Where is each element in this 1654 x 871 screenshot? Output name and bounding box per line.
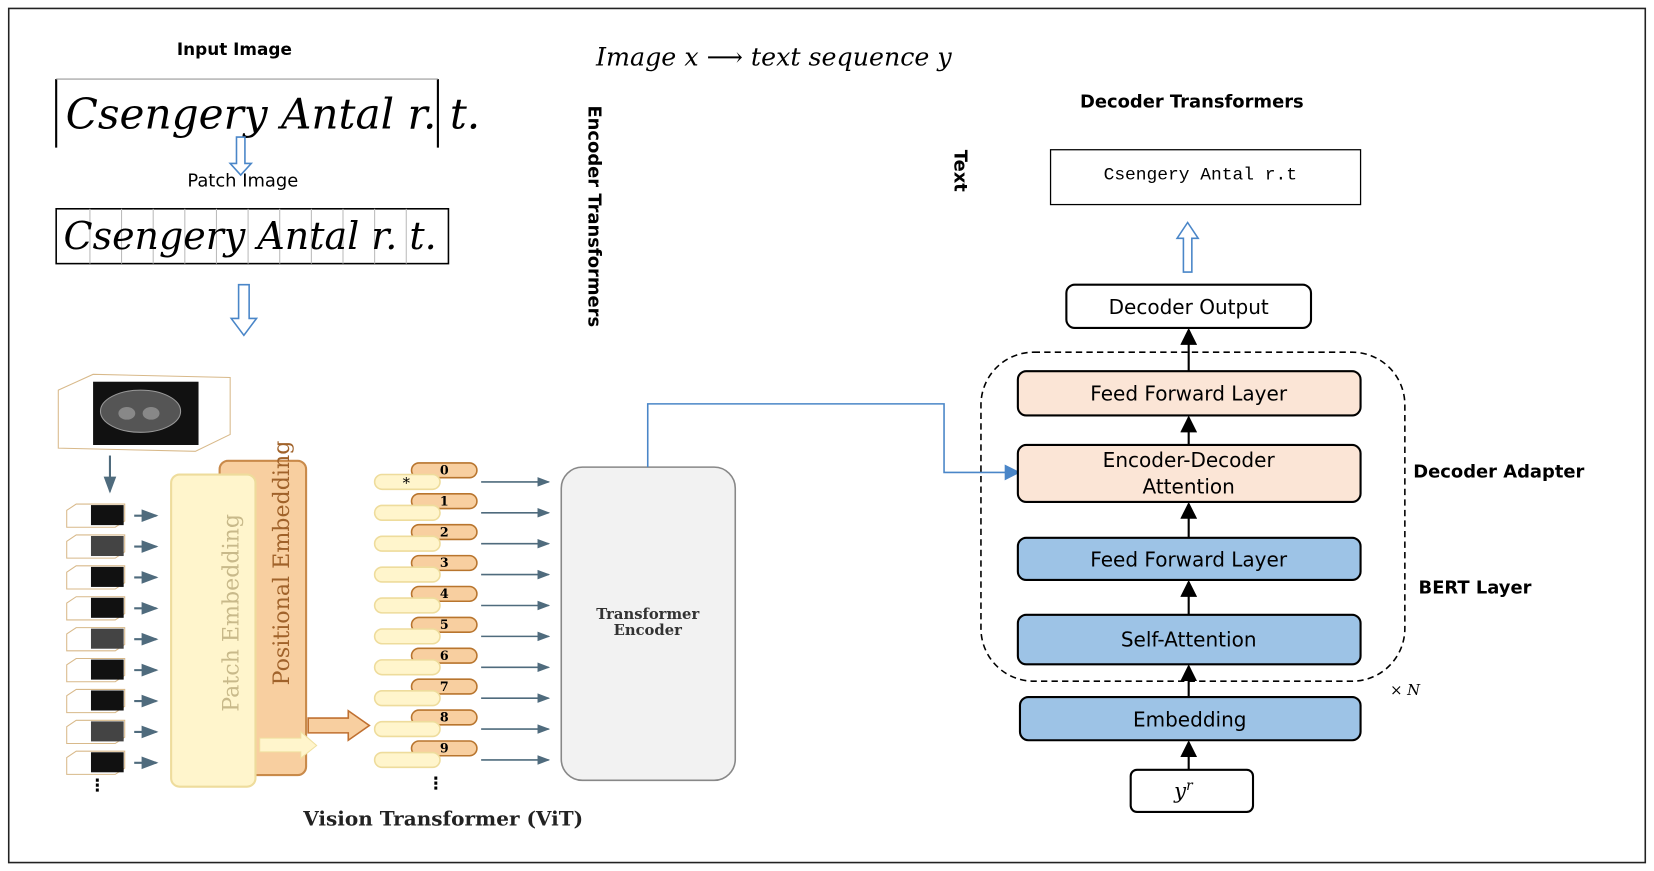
patch-image: Csengery Antal r. t. [55,207,450,265]
token: 4 [373,585,551,614]
patch-token [373,628,441,645]
token: 3 [373,554,551,583]
decoder-input-symbol: y [1173,778,1187,803]
token: 6 [373,647,551,676]
input-image: Csengery Antal r. t. [55,78,481,148]
enc-dec-attention-label-2: Attention [1142,474,1234,498]
decoder-input-label: yr [1173,778,1194,803]
patch-cube [66,750,159,775]
patch-token [373,689,441,707]
feed-forward-adapter-label: Feed Forward Layer [1090,382,1288,406]
positional-embedding-text: Positional Embedding [269,441,295,686]
output-text-box [1049,149,1362,206]
patch-token [373,473,441,491]
diagram-title: Image x ⟶ text sequence y [595,42,952,71]
token: 9 [373,740,551,769]
repeat-n-label: × N [1390,682,1421,699]
patch-ellipsis: ⋮ [89,775,106,795]
positional-embedding-label: Positional Embedding [269,441,295,686]
volume-image [57,373,231,452]
bert-layer-label: BERT Layer [1419,578,1532,599]
token: 5 [373,616,551,645]
encoder-transformers-text: Encoder Transformers [584,105,605,327]
position-index: 2 [440,524,449,539]
text-label-text: Text [950,150,971,193]
position-index: 3 [440,555,449,570]
patch-cube [66,627,159,652]
decoder-output-label: Decoder Output [1109,295,1269,319]
position-index: 5 [440,617,449,632]
patch-handwriting-text: Csengery Antal r. t. [64,214,437,258]
patch-cube [66,688,159,714]
embedding-box [1018,695,1362,742]
feed-forward-bert-label: Feed Forward Layer [1090,547,1288,571]
hollow-up-arrow-icon [1175,221,1200,273]
hollow-down-arrow-icon [228,136,254,177]
inner-arrow-icon [259,730,318,760]
orange-arrow-icon [307,709,371,742]
token: 0* [373,462,551,492]
decoder-input-superscript: r [1186,778,1194,794]
patch-cube [66,657,159,683]
patch-token [373,659,441,676]
output-text: Csengery Antal r.t [1104,165,1297,185]
patch-token [373,566,441,583]
patch-cube [66,534,159,559]
transformer-encoder-label-1: Transformer [596,606,699,623]
patch-embedding-label: Patch Embedding [219,514,245,712]
patch-token [373,535,441,552]
vit-caption: Vision Transformer (ViT) [302,807,583,831]
hollow-down-arrow-icon [229,283,259,337]
patch-token [373,751,441,769]
token: 2 [373,523,551,552]
patch-embedding-box [170,473,257,788]
patch-cube [66,503,159,528]
patch-token [373,597,441,614]
patch-embedding-text: Patch Embedding [219,514,245,712]
decoder-adapter-label: Decoder Adapter [1413,462,1584,483]
position-index: 8 [440,710,449,725]
position-index: 1 [440,493,449,508]
enc-dec-attention-label-1: Encoder-Decoder [1103,448,1276,472]
transformer-encoder-label-2: Encoder [614,622,682,639]
input-image-label: Input Image [177,39,292,59]
token: 8 [373,709,551,738]
position-index: 0 [440,463,449,478]
text-label: Text [950,150,971,193]
patch-cube [66,596,159,621]
embedding-label: Embedding [1133,708,1247,732]
cls-token-symbol: * [403,475,411,492]
self-attention-label: Self-Attention [1121,627,1257,651]
decoder-heading: Decoder Transformers [1080,92,1304,113]
decoder-input-box [1129,768,1255,814]
position-index: 6 [440,648,449,663]
patch-token [373,504,441,521]
outer-frame [7,7,1647,864]
token-ellipsis: ⋮ [427,773,444,793]
patch-cubes [66,503,159,775]
patch-image-label: Patch Image [187,171,298,192]
encoder-to-decoder-connector [646,403,1021,481]
position-index: 4 [440,586,449,601]
encoder-transformers-label: Encoder Transformers [584,105,605,327]
patch-cube [66,719,159,745]
token: 7 [373,678,551,707]
token: 1 [373,493,551,521]
patch-token [373,720,441,738]
patch-cube [66,565,159,590]
handwriting-text: Csengery Antal r. t. [66,90,481,139]
position-index: 9 [440,741,449,756]
position-index: 7 [440,679,449,694]
